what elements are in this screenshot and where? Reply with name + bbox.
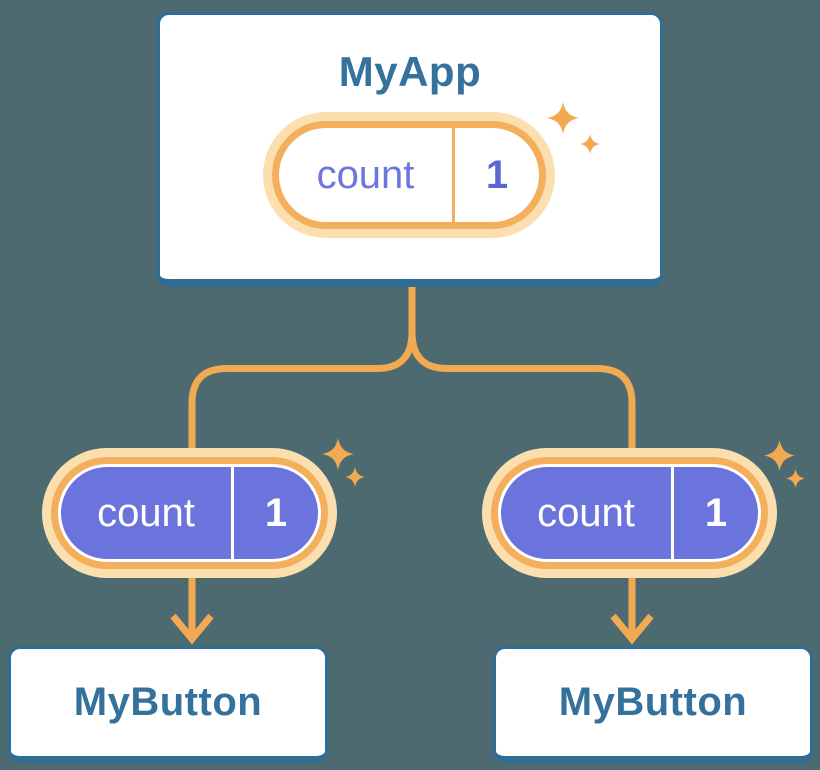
sparkle-icon xyxy=(786,469,805,488)
state-pill-body: count 1 xyxy=(272,121,546,229)
component-card-mybutton-right: MyButton xyxy=(493,646,813,763)
component-title: MyButton xyxy=(558,680,748,724)
component-card-mybutton-left: MyButton xyxy=(8,646,328,763)
state-pill-child-left: count 1 xyxy=(42,448,337,578)
component-title: MyApp xyxy=(338,48,482,95)
state-pill-child-right: count 1 xyxy=(482,448,777,578)
sparkle-icon xyxy=(322,438,354,470)
state-value: 1 xyxy=(671,467,758,559)
state-pill-ring: count 1 xyxy=(491,457,768,569)
state-pill-ring: count 1 xyxy=(51,457,328,569)
state-pill-body: count 1 xyxy=(501,467,758,559)
component-card-myapp: MyApp xyxy=(157,12,663,287)
state-value: 1 xyxy=(452,128,539,222)
arrow-down-icon xyxy=(170,613,214,645)
sparkle-icon xyxy=(764,440,795,471)
connector-branch-left xyxy=(188,287,416,455)
sparkle-icon xyxy=(547,102,579,134)
sparkle-icon xyxy=(580,134,600,154)
state-label: count xyxy=(316,152,415,197)
state-pill-body: count 1 xyxy=(61,467,318,559)
sparkle-icon xyxy=(345,467,365,487)
connector-branch-right xyxy=(408,287,636,455)
state-label: count xyxy=(537,490,635,535)
state-label: count xyxy=(97,490,195,535)
component-title: MyButton xyxy=(73,680,263,724)
state-value: 1 xyxy=(231,467,318,559)
state-pill-root: count 1 xyxy=(263,112,555,238)
arrow-down-icon xyxy=(610,613,654,645)
